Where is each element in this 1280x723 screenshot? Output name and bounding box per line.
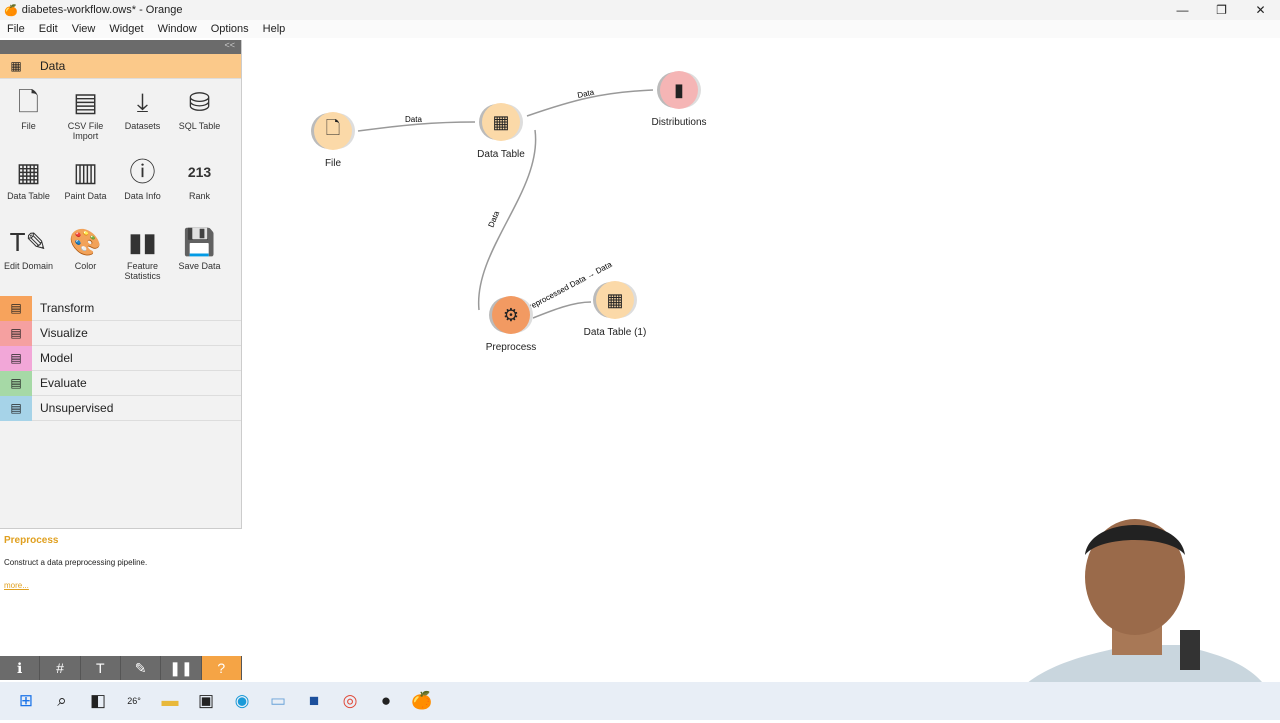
windows-start-icon[interactable]: ⊞: [18, 691, 34, 710]
file-icon: 🗋: [18, 87, 39, 117]
link-label: Data: [487, 209, 502, 229]
window-title: diabetes-workflow.ows* - Orange: [21, 4, 183, 16]
category-evaluate[interactable]: ▤Evaluate: [0, 370, 241, 396]
terminal-icon[interactable]: ▣: [197, 691, 215, 710]
rank-icon: 213: [187, 164, 212, 180]
table-icon: ▦: [16, 157, 41, 187]
grid-button[interactable]: #: [40, 656, 81, 680]
transform-icon: ▤: [0, 295, 32, 321]
search-icon[interactable]: ⌕: [57, 691, 67, 710]
csv-icon: ▤: [73, 87, 98, 117]
monitor-icon[interactable]: ▭: [269, 691, 287, 710]
link-label: Data: [577, 88, 596, 100]
edge-icon[interactable]: ◉: [234, 691, 250, 710]
node-file[interactable]: 🗋File: [273, 112, 393, 169]
obs-icon[interactable]: ●: [380, 691, 392, 710]
evaluate-icon: ▤: [0, 370, 32, 396]
pause-button[interactable]: ❚❚: [161, 656, 202, 680]
store-icon[interactable]: ■: [308, 691, 320, 710]
node-icon: ▦: [482, 103, 520, 141]
palette-icon: 🎨: [69, 227, 102, 257]
node-data-table-1-[interactable]: ▦Data Table (1): [555, 281, 675, 338]
datasets-icon: ⤓: [136, 87, 149, 117]
text-annotation-button[interactable]: T: [81, 656, 121, 680]
workflow-canvas[interactable]: Data Data Data Preprocessed Data → Data …: [243, 40, 1280, 680]
menu-help[interactable]: Help: [262, 23, 286, 35]
widget-panel: << ▦ Data 🗋File▤CSV File Import⤓Datasets…: [0, 40, 242, 680]
help-button[interactable]: ?: [201, 656, 242, 680]
widget-save-data[interactable]: 💾Save Data: [171, 223, 228, 293]
link-datatable-preprocess[interactable]: [478, 129, 537, 311]
edit-domain-icon: T✎: [9, 227, 48, 257]
more-link[interactable]: more...: [4, 581, 29, 590]
category-model[interactable]: ▤Model: [0, 345, 241, 371]
widget-data-table[interactable]: ▦Data Table: [0, 153, 57, 223]
info-icon: ⓘ: [129, 157, 156, 187]
database-icon: ⛁: [188, 87, 211, 117]
close-button[interactable]: ✕: [1255, 3, 1266, 17]
widget-file[interactable]: 🗋File: [0, 83, 57, 153]
link-preprocess-datatable1[interactable]: [532, 301, 592, 319]
description-text: Construct a data preprocessing pipeline.: [4, 558, 148, 567]
maximize-button[interactable]: ❐: [1216, 3, 1227, 17]
node-icon: ⚙: [492, 296, 530, 334]
node-icon: 🗋: [314, 112, 352, 150]
node-preprocess[interactable]: ⚙Preprocess: [451, 296, 571, 353]
menu-window[interactable]: Window: [157, 23, 197, 35]
category-unsupervised[interactable]: ▤Unsupervised: [0, 395, 241, 421]
link-datatable-distributions[interactable]: [526, 89, 654, 117]
node-icon: ▦: [596, 281, 634, 319]
node-data-table[interactable]: ▦Data Table: [441, 103, 561, 160]
widget-paint-data[interactable]: ▥Paint Data: [57, 153, 114, 223]
save-icon: 💾: [183, 227, 216, 257]
menu-widget[interactable]: Widget: [109, 23, 144, 35]
menu-edit[interactable]: Edit: [38, 23, 58, 35]
link-file-datatable[interactable]: [357, 121, 476, 132]
file-explorer-icon[interactable]: ▬: [161, 691, 179, 710]
widget-color[interactable]: 🎨Color: [57, 223, 114, 293]
widget-datasets[interactable]: ⤓Datasets: [114, 83, 171, 153]
task-view-icon[interactable]: ◧: [89, 691, 107, 710]
category-visualize[interactable]: ▤Visualize: [0, 320, 241, 346]
category-transform[interactable]: ▤Transform: [0, 295, 241, 321]
paint-data-icon: ▥: [73, 157, 98, 187]
taskbar: ⊞ ⌕ ◧ 26° ▬ ▣ ◉ ▭ ■ ◎ ● 🍊: [0, 682, 1280, 720]
table-icon: ▦: [10, 59, 22, 73]
description-box: Preprocess Construct a data preprocessin…: [0, 528, 242, 658]
link-label: Data: [405, 115, 422, 124]
menu-bar: File Edit View Widget Window Options Hel…: [0, 20, 1280, 38]
unsupervised-icon: ▤: [0, 395, 32, 421]
feature-statistics-icon: ▮▮: [128, 227, 157, 257]
category-data[interactable]: ▦ Data: [0, 54, 241, 79]
node-distributions[interactable]: ▮Distributions: [619, 71, 739, 128]
menu-file[interactable]: File: [7, 23, 25, 35]
menu-options[interactable]: Options: [210, 23, 249, 35]
widget-csv-file-import[interactable]: ▤CSV File Import: [57, 83, 114, 153]
menu-view[interactable]: View: [71, 23, 96, 35]
collapse-button[interactable]: <<: [0, 40, 241, 54]
description-title: Preprocess: [4, 535, 59, 546]
arrow-annotation-button[interactable]: ✎: [121, 656, 162, 680]
visualize-icon: ▤: [0, 320, 32, 346]
widget-feature-statistics[interactable]: ▮▮Feature Statistics: [114, 223, 171, 293]
node-icon: ▮: [660, 71, 698, 109]
widget-edit-domain[interactable]: T✎Edit Domain: [0, 223, 57, 293]
info-button[interactable]: ℹ: [0, 656, 41, 680]
widget-sql-table[interactable]: ⛁SQL Table: [171, 83, 228, 153]
model-icon: ▤: [0, 345, 32, 371]
widget-grid: 🗋File▤CSV File Import⤓Datasets⛁SQL Table…: [0, 79, 241, 297]
orange-icon[interactable]: 🍊: [411, 691, 433, 710]
canvas-toolbar: ℹ # T ✎ ❚❚ ?: [0, 656, 242, 680]
links-layer: Data Data Data Preprocessed Data → Data: [357, 88, 654, 319]
weather-icon[interactable]: 26°: [127, 696, 141, 706]
title-bar: 🍊 diabetes-workflow.ows* - Orange — ❐ ✕: [0, 0, 1280, 20]
orange-logo-icon: 🍊: [4, 4, 18, 17]
chrome-icon[interactable]: ◎: [342, 691, 358, 710]
minimize-button[interactable]: —: [1176, 3, 1189, 17]
